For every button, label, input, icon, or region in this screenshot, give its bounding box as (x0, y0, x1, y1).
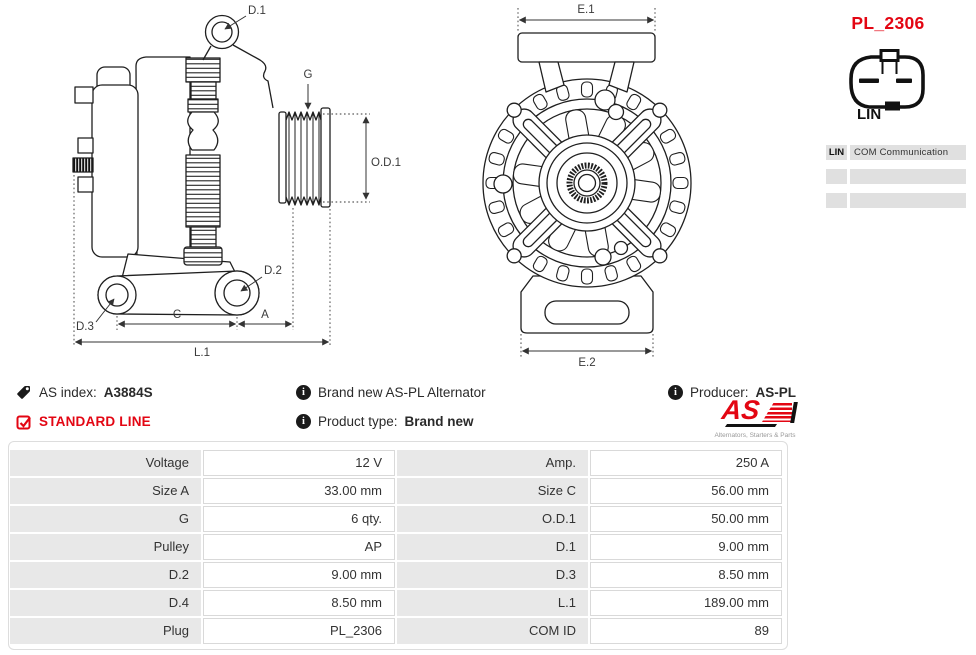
spec-value: 8.50 mm (203, 590, 395, 616)
as-index-label: AS index: (39, 385, 97, 400)
logo-as-text: AS (720, 395, 762, 425)
brand-new-text: Brand new AS-PL Alternator (318, 385, 486, 400)
dim-label-a: A (261, 309, 269, 321)
dim-label-c: C (173, 309, 181, 321)
dim-label-od1: O.D.1 (371, 157, 401, 169)
tag-icon (17, 385, 30, 399)
spec-value: PL_2306 (203, 618, 395, 644)
spec-value: 56.00 mm (590, 478, 782, 504)
comm-key-cell (826, 169, 847, 184)
brand-new-row: i Brand new AS-PL Alternator (296, 384, 486, 401)
dim-label-e1: E.1 (577, 4, 594, 16)
logo-underline (724, 424, 778, 427)
spec-value: 6 qty. (203, 506, 395, 532)
spec-label: D.4 (10, 590, 201, 616)
spec-table: Voltage 12 V Amp. 250 A Size A 33.00 mm … (10, 450, 786, 644)
standard-line-row: STANDARD LINE (16, 413, 151, 430)
product-type-value: Brand new (404, 414, 474, 429)
spec-value: 8.50 mm (590, 562, 782, 588)
spec-label: Size C (397, 478, 588, 504)
comm-value-cell: COM Communication (850, 145, 966, 160)
spec-value: 12 V (203, 450, 395, 476)
product-type-row: i Product type: Brand new (296, 413, 474, 430)
spec-value: 189.00 mm (590, 590, 782, 616)
spec-value: 250 A (590, 450, 782, 476)
info-icon: i (668, 385, 683, 400)
spec-value: 9.00 mm (590, 534, 782, 560)
dim-label-g: G (304, 69, 313, 81)
spec-label: Amp. (397, 450, 588, 476)
comm-value-cell (850, 169, 966, 184)
dim-label-d3: D.3 (76, 321, 94, 333)
logo-subtitle: Alternators, Starters & Parts (714, 432, 796, 439)
spec-value: 89 (590, 618, 782, 644)
logo-stripes (762, 403, 792, 422)
product-type-label: Product type: (318, 414, 398, 429)
spec-label: COM ID (397, 618, 588, 644)
alternator-front-view-drawing: E.1 E.2 (482, 4, 692, 369)
producer-row: i Producer: AS-PL (668, 384, 796, 401)
producer-label: Producer: (690, 385, 749, 400)
plug-code: PL_2306 (851, 13, 925, 33)
spec-value: AP (203, 534, 395, 560)
plug-type-label: LIN (857, 106, 882, 123)
as-index-value: A3884S (103, 385, 153, 400)
producer-value: AS-PL (755, 385, 797, 400)
spec-value: 33.00 mm (203, 478, 395, 504)
dim-label-e2: E.2 (578, 357, 595, 369)
spec-value: 50.00 mm (590, 506, 782, 532)
spec-label: G (10, 506, 201, 532)
info-icon: i (296, 414, 311, 429)
spec-label: Pulley (10, 534, 201, 560)
dim-label-d2: D.2 (264, 265, 282, 277)
comm-value-cell (850, 193, 966, 208)
spec-label: L.1 (397, 590, 588, 616)
as-pl-logo: AS Alternators, Starters & Parts (712, 395, 798, 439)
as-index-row: AS index: A3884S (16, 384, 153, 401)
communication-table: LIN COM Communication (826, 145, 966, 208)
spec-label: D.1 (397, 534, 588, 560)
spec-value: 9.00 mm (203, 562, 395, 588)
dim-label-d1: D.1 (248, 5, 266, 17)
alternator-side-view-drawing: D.1 G O.D.1 D.2 D.3 C A L.1 (72, 5, 401, 359)
spec-label: Voltage (10, 450, 201, 476)
plug-connector-icon (849, 49, 925, 111)
comm-key-cell (826, 193, 847, 208)
checkbox-checked-icon (16, 415, 31, 429)
dim-label-l1: L.1 (194, 347, 210, 359)
info-icon: i (296, 385, 311, 400)
spec-label: Size A (10, 478, 201, 504)
spec-table-panel: Voltage 12 V Amp. 250 A Size A 33.00 mm … (8, 441, 788, 650)
spec-label: D.2 (10, 562, 201, 588)
spec-label: D.3 (397, 562, 588, 588)
comm-key-cell: LIN (826, 145, 847, 160)
spec-label: Plug (10, 618, 201, 644)
standard-line-badge: STANDARD LINE (39, 414, 151, 429)
spec-label: O.D.1 (397, 506, 588, 532)
